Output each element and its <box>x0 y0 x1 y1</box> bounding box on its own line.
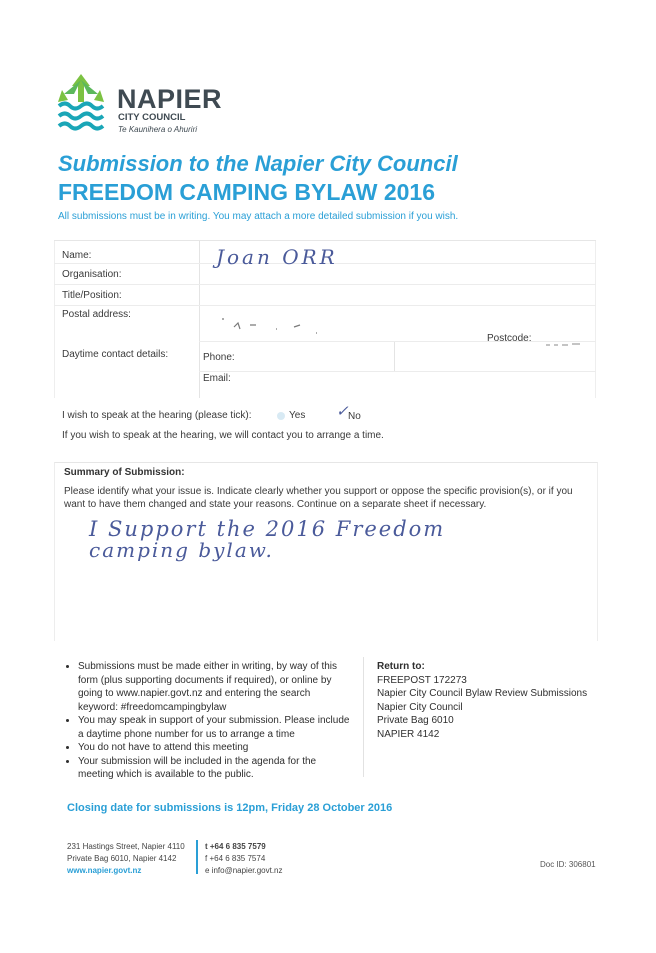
redacted-address-marks <box>222 318 317 334</box>
form-intro: All submissions must be in writing. You … <box>58 211 459 222</box>
footer-address-line: Private Bag 6010, Napier 4142 <box>67 854 177 863</box>
no-checkbox-tick[interactable]: ✓ <box>336 402 349 420</box>
hearing-question: I wish to speak at the hearing (please t… <box>62 410 252 421</box>
postcode-field[interactable] <box>542 335 590 349</box>
return-line: NAPIER 4142 <box>377 728 440 740</box>
napier-logo-icon <box>56 72 106 138</box>
redacted-postcode-marks <box>546 343 580 346</box>
yes-checkbox[interactable] <box>277 412 285 420</box>
title-position-label: Title/Position: <box>62 290 122 301</box>
contact-details-label: Daytime contact details: <box>62 349 169 360</box>
footer-address: 231 Hastings Street, Napier 4110 Private… <box>67 841 185 877</box>
summary-instructions: Please identify what your issue is. Indi… <box>64 486 573 510</box>
form-title-line1: Submission to the Napier City Council <box>58 151 458 176</box>
info-bullets: Submissions must be made either in writi… <box>62 660 352 782</box>
summary-box: Summary of Submission: Please identify w… <box>54 462 598 641</box>
summary-handwriting-line1: I Support the 2016 Freedom <box>89 517 446 541</box>
name-field[interactable]: Joan ORR <box>216 245 338 269</box>
footer-contacts: t +64 6 835 7579 f +64 6 835 7574 e info… <box>205 841 283 877</box>
info-bullet: You do not have to attend this meeting <box>78 741 352 755</box>
footer-phone: t +64 6 835 7579 <box>205 842 266 851</box>
doc-id: Doc ID: 306801 <box>540 860 596 869</box>
footer-email[interactable]: e info@napier.govt.nz <box>205 866 283 875</box>
postal-address-label: Postal address: <box>62 309 131 320</box>
summary-handwriting-line2: camping bylaw. <box>89 538 274 562</box>
phone-field[interactable] <box>239 345 389 367</box>
form-title-line2: FREEDOM CAMPING BYLAW 2016 <box>58 179 435 205</box>
return-line: Napier City Council <box>377 701 463 713</box>
phone-label: Phone: <box>203 352 235 363</box>
name-label: Name: <box>62 250 92 261</box>
organisation-field[interactable] <box>204 265 589 281</box>
title-position-field[interactable] <box>204 286 589 302</box>
return-to-block: Return to: FREEPOST 172273 Napier City C… <box>377 660 587 741</box>
contact-details-form: Name: Joan ORR Organisation: Title/Posit… <box>54 240 596 398</box>
info-bullet: Submissions must be made either in writi… <box>78 660 352 714</box>
info-bullet: Your submission will be included in the … <box>78 755 352 782</box>
column-divider <box>363 657 364 777</box>
organisation-label: Organisation: <box>62 269 122 280</box>
postcode-label: Postcode: <box>487 333 532 344</box>
return-line: FREEPOST 172273 <box>377 674 467 686</box>
brand-maori-name: Te Kaunihera o Ahuriri <box>118 125 198 134</box>
no-label: No <box>348 411 361 422</box>
footer-fax: f +64 6 835 7574 <box>205 854 266 863</box>
brand-name: NAPIER <box>117 84 223 114</box>
yes-label: Yes <box>289 410 306 421</box>
return-to-heading: Return to: <box>377 661 425 672</box>
info-bullet: You may speak in support of your submiss… <box>78 714 352 741</box>
email-field[interactable] <box>239 374 589 394</box>
footer-divider <box>196 840 198 874</box>
footer-web-link[interactable]: www.napier.govt.nz <box>67 866 142 875</box>
return-line: Napier City Council Bylaw Review Submiss… <box>377 688 588 699</box>
brand-subtitle: CITY COUNCIL <box>118 112 186 123</box>
footer-address-line: 231 Hastings Street, Napier 4110 <box>67 842 185 851</box>
return-line: Private Bag 6010 <box>377 715 454 726</box>
summary-field[interactable]: I Support the 2016 Freedom camping bylaw… <box>63 517 589 637</box>
closing-date: Closing date for submissions is 12pm, Fr… <box>67 802 393 814</box>
hearing-note: If you wish to speak at the hearing, we … <box>62 430 384 441</box>
postal-address-field[interactable] <box>204 307 484 339</box>
email-label: Email: <box>203 373 231 384</box>
summary-heading: Summary of Submission: <box>64 467 185 478</box>
